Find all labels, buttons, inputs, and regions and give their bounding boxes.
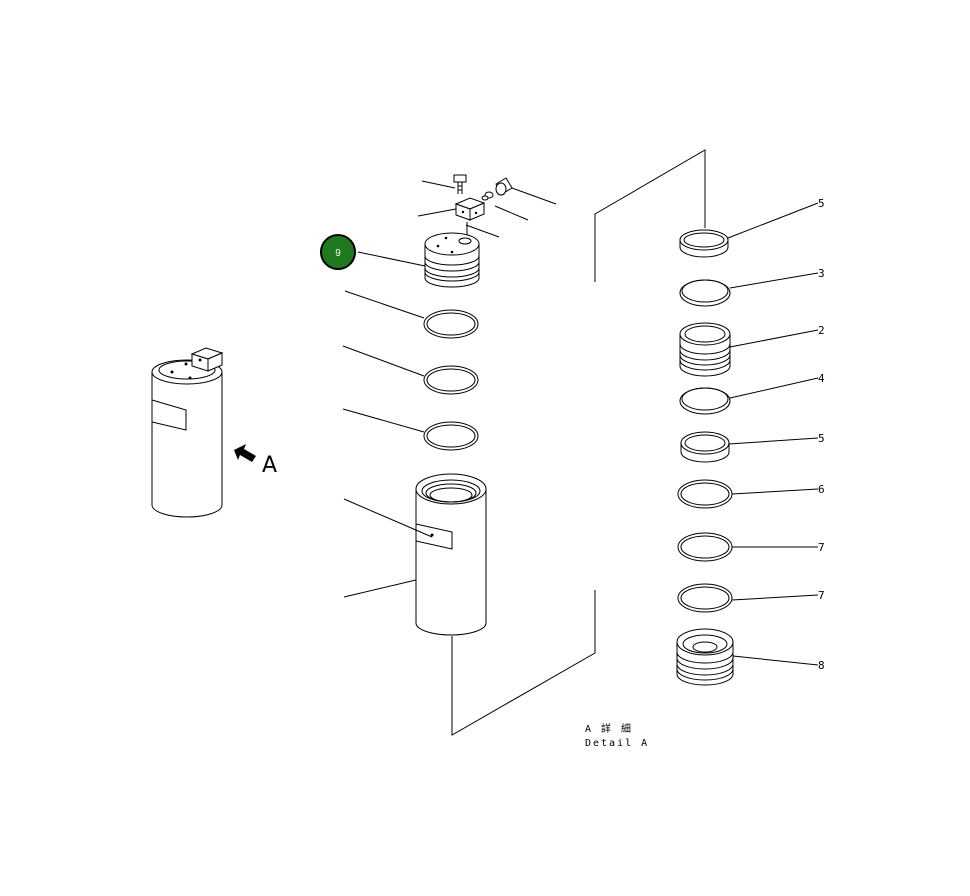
callout-label: 9	[335, 248, 341, 259]
center-leaders	[342, 180, 557, 598]
fitting	[481, 191, 494, 201]
view-arrow-a: A	[234, 444, 277, 478]
o-ring	[677, 532, 733, 562]
ring	[679, 229, 729, 258]
bolt	[453, 174, 467, 194]
right-leaders	[727, 202, 819, 666]
part-label: 4	[818, 372, 825, 385]
o-ring	[423, 421, 479, 451]
caption-line-1: A 詳 細	[585, 722, 633, 735]
ring	[679, 279, 731, 307]
sleeve	[495, 177, 513, 196]
grooved-spool	[676, 628, 734, 686]
ring	[680, 431, 730, 463]
caption-line-2: Detail A	[585, 738, 649, 749]
housing-cylinder	[415, 473, 487, 636]
part-label: 5	[818, 432, 825, 445]
o-ring	[677, 583, 733, 613]
filter-cap	[424, 232, 480, 288]
callout-bubble-9[interactable]: 9	[320, 234, 356, 270]
ring	[679, 387, 731, 415]
part-label: 3	[818, 267, 825, 280]
callout-circle	[320, 234, 356, 270]
right-part-labels: 5 3 2 4 5 6 7 7 8	[818, 197, 825, 672]
detail-bracket	[451, 149, 706, 736]
o-ring	[677, 479, 733, 509]
valve-block	[454, 197, 486, 221]
view-letter-label: A	[262, 453, 277, 478]
part-label: 6	[818, 483, 825, 496]
part-label: 5	[818, 197, 825, 210]
o-ring	[423, 309, 479, 339]
detail-caption: A 詳 細 Detail A	[585, 722, 649, 749]
grooved-piston	[679, 322, 731, 377]
part-label: 7	[818, 589, 825, 602]
part-label: 8	[818, 659, 825, 672]
part-label: 7	[818, 541, 825, 554]
o-ring	[423, 365, 479, 395]
part-label: 2	[818, 324, 825, 337]
assembled-canister	[151, 347, 224, 518]
detail-parts	[676, 229, 734, 686]
